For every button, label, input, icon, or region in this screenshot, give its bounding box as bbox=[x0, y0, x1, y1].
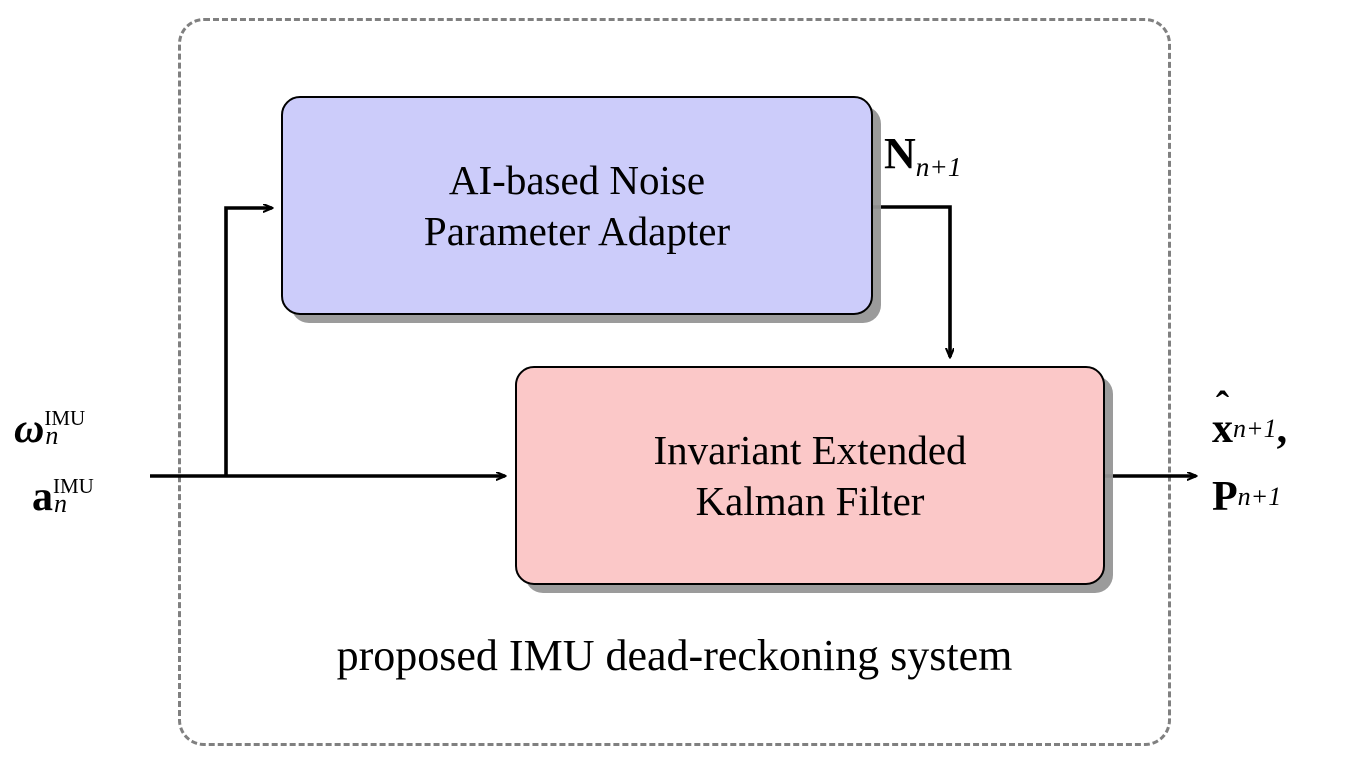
estimator-output-labels: ̂ x n+1 , P n+1 bbox=[1212, 408, 1287, 544]
noise-parameter-signal-label: N n+1 bbox=[884, 129, 961, 181]
arrow-adapter-to-iekf bbox=[873, 205, 950, 357]
block-invariant-extended-kalman-filter[interactable]: Invariant Extended Kalman Filter bbox=[515, 366, 1105, 585]
label-acceleration: a IMU n bbox=[14, 476, 94, 544]
label-covariance: P n+1 bbox=[1212, 476, 1287, 544]
iekf-label-line2: Kalman Filter bbox=[695, 477, 925, 524]
noise-subscript: n+1 bbox=[915, 152, 962, 183]
covariance-subscript: n+1 bbox=[1237, 481, 1282, 511]
omega-symbol: ω bbox=[14, 406, 45, 452]
label-state-estimate: ̂ x n+1 , bbox=[1212, 408, 1287, 476]
adapter-label-line2: Parameter Adapter bbox=[423, 207, 731, 254]
acceleration-symbol: a bbox=[32, 474, 53, 520]
state-subscript: n+1 bbox=[1233, 413, 1277, 443]
imu-input-signal-labels: ω IMU n a IMU n bbox=[14, 408, 94, 544]
state-symbol-with-hat: ̂ x bbox=[1212, 408, 1233, 450]
covariance-symbol: P bbox=[1212, 474, 1238, 520]
arrow-imu-to-adapter bbox=[224, 208, 272, 476]
label-angular-velocity: ω IMU n bbox=[14, 408, 94, 476]
iekf-label-line1: Invariant Extended bbox=[653, 427, 967, 474]
acceleration-superscript: IMU bbox=[53, 474, 94, 498]
omega-subscript: n bbox=[45, 420, 59, 450]
state-trailing-comma: , bbox=[1276, 406, 1288, 452]
state-symbol: x bbox=[1212, 406, 1233, 452]
system-caption: proposed IMU dead-reckoning system bbox=[336, 631, 1013, 680]
adapter-label-line1: AI-based Noise bbox=[448, 157, 706, 204]
proposed-system-boundary bbox=[178, 18, 1171, 746]
omega-superscript: IMU bbox=[44, 406, 86, 430]
noise-symbol: N bbox=[884, 129, 916, 178]
acceleration-subscript: n bbox=[54, 488, 68, 518]
acceleration-indices: IMU n bbox=[53, 476, 94, 517]
block-ai-noise-parameter-adapter[interactable]: AI-based Noise Parameter Adapter bbox=[281, 96, 873, 315]
omega-indices: IMU n bbox=[44, 408, 85, 449]
